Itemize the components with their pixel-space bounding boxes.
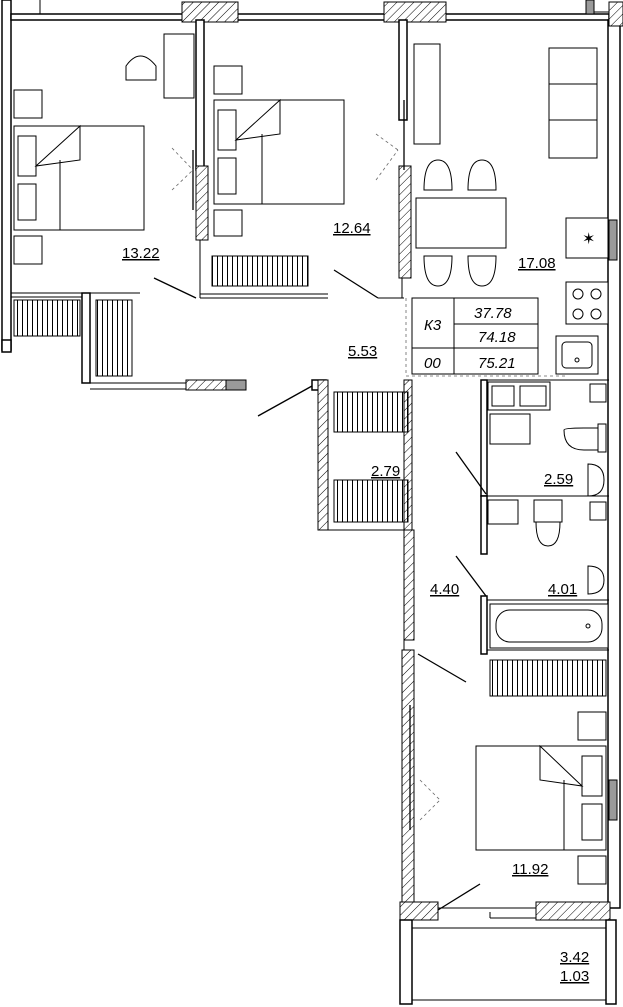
floor-label: 00 <box>424 355 441 372</box>
room-area-hall: 5.53 <box>348 343 377 360</box>
room-area-bathroom-lower: 4.01 <box>548 581 577 598</box>
balcony-reduced-area: 1.03 <box>560 968 589 985</box>
interior-walls <box>11 19 611 921</box>
total-with-balcony-value: 75.21 <box>478 355 516 372</box>
outer-walls <box>1 0 623 909</box>
apartment-type-label: К3 <box>424 317 442 334</box>
room-area-corridor: 2.79 <box>371 463 400 480</box>
bedroom-lower-furniture <box>475 711 607 885</box>
doors <box>153 100 487 911</box>
room-area-corridor-lower: 4.40 <box>430 581 459 598</box>
svg-text:✶: ✶ <box>582 231 595 248</box>
apartment-info-box: К3 00 37.78 74.18 75.21 <box>424 305 516 372</box>
balcony <box>399 912 617 1005</box>
kitchen-furniture: ✶ <box>411 43 609 375</box>
room-area-bedroom-left: 13.22 <box>122 245 160 262</box>
corridor-furniture <box>333 391 409 523</box>
room-area-bathroom-upper: 2.59 <box>544 471 573 488</box>
room-labels: 13.22 12.64 17.08 5.53 2.79 2.59 4.40 4.… <box>122 220 589 985</box>
room-area-bedroom-lower: 11.92 <box>512 861 548 878</box>
bedroom-middle-furniture <box>211 65 345 287</box>
room-area-bedroom-middle: 12.64 <box>333 220 371 237</box>
living-area-value: 37.78 <box>474 305 512 322</box>
bedroom-left-furniture <box>13 33 195 377</box>
balcony-area: 3.42 <box>560 949 589 966</box>
room-area-kitchen: 17.08 <box>518 255 556 272</box>
total-area-value: 74.18 <box>478 329 516 346</box>
bathroom-fixtures <box>487 381 609 697</box>
